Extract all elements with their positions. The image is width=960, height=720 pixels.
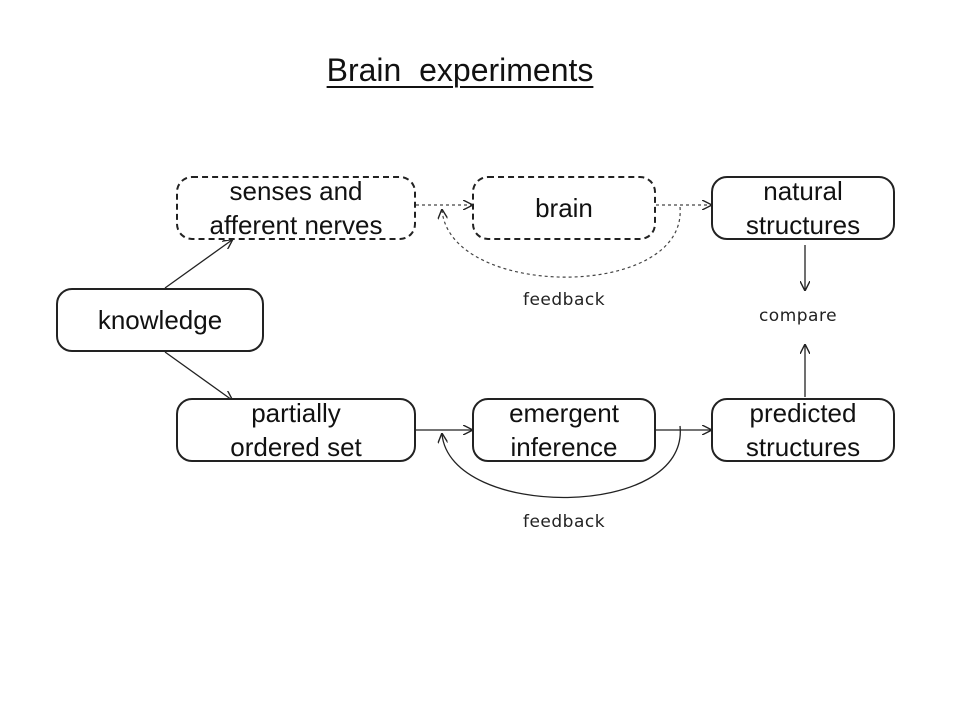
node-brain: brain [472, 176, 656, 240]
node-natural-label: natural structures [745, 176, 861, 240]
node-predicted-structures: predicted structures [711, 398, 895, 462]
edge-knowledge-poset [164, 351, 232, 400]
node-partially-ordered-set: partially ordered set [176, 398, 416, 462]
page-title: Brain experiments [326, 52, 594, 88]
feedback-loop-bottom [442, 425, 681, 499]
node-senses-label: senses and afferent nerves [209, 176, 383, 240]
label-compare: compare [758, 306, 838, 326]
label-feedback-top: feedback [522, 290, 606, 310]
node-emergent-label: emergent inference [509, 398, 619, 462]
node-natural-structures: natural structures [711, 176, 895, 240]
label-feedback-bottom: feedback [522, 512, 606, 532]
edge-knowledge-senses [164, 240, 232, 289]
node-brain-label: brain [535, 193, 593, 223]
node-emergent-inference: emergent inference [472, 398, 656, 462]
node-knowledge: knowledge [56, 288, 264, 352]
node-knowledge-label: knowledge [97, 305, 223, 335]
node-predicted-label: predicted structures [745, 398, 861, 462]
node-poset-label: partially ordered set [230, 398, 362, 462]
node-senses: senses and afferent nerves [176, 176, 416, 240]
